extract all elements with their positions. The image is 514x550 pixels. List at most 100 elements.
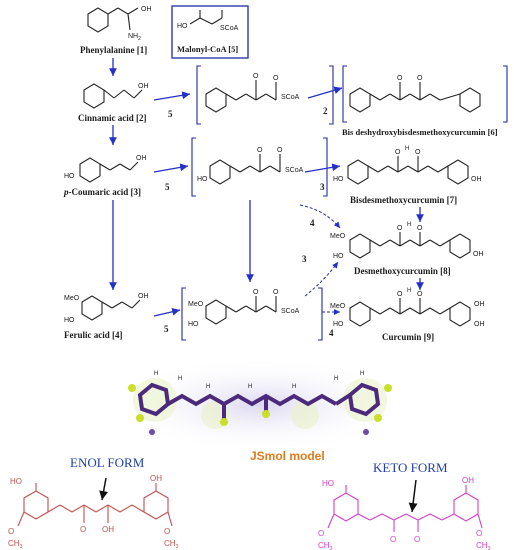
svg-text:O: O — [277, 147, 283, 154]
jsmol-model-label: JSmol model — [250, 449, 325, 463]
enol-arrow — [99, 477, 109, 501]
arrow-ferulic-to-intermediate — [153, 307, 181, 317]
svg-text:H: H — [178, 376, 182, 382]
arrow-to-bisdeshydroxy — [307, 86, 343, 99]
svg-text:H: H — [405, 146, 409, 152]
feruloyl-intermediate: MeO HO O O SCoA — [181, 287, 323, 341]
ferulic-acid-label: Ferulic acid [4] — [64, 330, 122, 340]
svg-text:CH3: CH3 — [318, 541, 333, 550]
coumaric-acid-structure: HO OH — [64, 155, 147, 183]
svg-text:OH: OH — [102, 525, 114, 534]
svg-text:H: H — [248, 384, 252, 390]
svg-text:O: O — [8, 527, 14, 536]
cinnamoyl-intermediate: O O SCoA — [196, 65, 334, 125]
malonyl-coa-label: Malonyl-CoA [5] — [177, 44, 238, 54]
ferulic-acid-structure: MeO HO OH — [64, 293, 149, 324]
step-5-label-2: 5 — [165, 182, 170, 192]
cinnamic-acid-structure: OH — [83, 83, 149, 109]
svg-text:OH: OH — [474, 321, 485, 328]
jsmol-3d-model: H H H H H H H — [110, 357, 410, 453]
svg-text:MeO: MeO — [64, 295, 80, 302]
svg-text:O: O — [257, 147, 263, 154]
keto-form-structure — [327, 485, 483, 532]
svg-text:O: O — [273, 289, 279, 296]
svg-text:HO: HO — [333, 176, 344, 183]
svg-text:O: O — [417, 225, 423, 232]
svg-text:O: O — [164, 527, 170, 536]
cinnamic-acid-label: Cinnamic acid [2] — [78, 113, 147, 123]
step-4-label-2: 4 — [329, 328, 334, 338]
svg-text:OH: OH — [462, 476, 474, 485]
malonyl-coa-structure: HO SCoA — [177, 10, 239, 32]
svg-text:O: O — [318, 529, 324, 538]
bisdeshydroxy-structure: O O — [342, 65, 508, 123]
svg-text:CH3: CH3 — [164, 539, 179, 550]
svg-text:HO: HO — [177, 23, 188, 30]
svg-text:OH: OH — [138, 293, 149, 300]
svg-text:H: H — [360, 371, 364, 377]
step-4-label: 4 — [310, 218, 315, 228]
step-2-label: 2 — [323, 106, 328, 116]
svg-text:HO: HO — [64, 317, 75, 324]
enol-form-atoms: HO O OH OH O O CH3 CH3 — [8, 474, 179, 550]
coumaroyl-intermediate: HO O O SCoA — [191, 137, 328, 197]
svg-text:HO: HO — [64, 173, 75, 180]
keto-form-atoms: HO O O OH O O CH3 CH3 — [318, 476, 491, 550]
svg-text:HO: HO — [10, 477, 22, 486]
svg-text:H: H — [292, 384, 296, 390]
desmethoxycurcumin-structure: MeO HO O H O OH — [330, 222, 484, 260]
svg-text:H: H — [407, 222, 411, 228]
svg-text:O: O — [417, 291, 423, 298]
svg-text:O: O — [273, 75, 279, 82]
svg-text:SCoA: SCoA — [281, 308, 300, 315]
bisdesmethoxycurcumin-label: Bisdesmethoxycurcumin [7] — [350, 195, 457, 205]
step-5-label: 5 — [168, 109, 173, 119]
step-5-label-3: 5 — [164, 324, 169, 334]
svg-text:O: O — [397, 225, 403, 232]
svg-text:O: O — [414, 535, 420, 544]
svg-text:MeO: MeO — [188, 301, 204, 308]
svg-text:HO: HO — [197, 176, 208, 183]
svg-text:MeO: MeO — [330, 233, 346, 240]
svg-text:O: O — [415, 149, 421, 156]
svg-text:SCoA: SCoA — [281, 94, 300, 101]
curcumin-structure: MeO HO O H O OH OH — [330, 288, 485, 328]
oh-atom: OH — [141, 6, 152, 13]
svg-text:OH: OH — [474, 301, 485, 308]
svg-text:O: O — [253, 289, 259, 296]
svg-text:H: H — [206, 384, 210, 390]
svg-text:HO: HO — [333, 321, 344, 328]
svg-text:OH: OH — [136, 155, 147, 162]
svg-text:H: H — [407, 288, 411, 294]
arrow-coumaric-to-intermediate — [153, 163, 189, 173]
enol-form-structure — [17, 483, 173, 527]
bisdeshydroxy-label: Bis deshydroxybisdesmethoxycurcumin [6] — [342, 127, 498, 137]
svg-text:O: O — [397, 75, 403, 82]
svg-text:HO: HO — [333, 253, 344, 260]
svg-text:O: O — [390, 535, 396, 544]
keto-arrow — [408, 479, 418, 513]
svg-text:HO: HO — [322, 479, 334, 488]
bisdesmethoxycurcumin-structure: HO O H O OH — [333, 146, 482, 185]
svg-text:O: O — [397, 291, 403, 298]
svg-text:O: O — [476, 529, 482, 538]
svg-text:CH3: CH3 — [476, 541, 491, 550]
svg-text:HO: HO — [188, 321, 199, 328]
svg-text:CH3: CH3 — [8, 539, 23, 550]
svg-text:OH: OH — [150, 474, 162, 483]
step-3-label: 3 — [320, 182, 325, 192]
desmethoxycurcumin-label: Desmethoxycurcumin [8] — [354, 266, 451, 276]
svg-text:H: H — [334, 376, 338, 382]
dashed-arrow-4a — [299, 204, 341, 229]
svg-text:OH: OH — [471, 176, 482, 183]
svg-text:O: O — [80, 525, 86, 534]
svg-text:SCoA: SCoA — [285, 167, 304, 174]
phenylalanine-structure: OH NH2 — [87, 6, 152, 42]
keto-form-label: KETO FORM — [373, 460, 448, 475]
malonyl-coa-box — [171, 5, 249, 59]
svg-text:OH: OH — [473, 251, 484, 258]
arrow-to-bisdesmethoxy — [304, 163, 341, 173]
svg-text:O: O — [417, 75, 423, 82]
svg-text:H: H — [154, 371, 158, 377]
